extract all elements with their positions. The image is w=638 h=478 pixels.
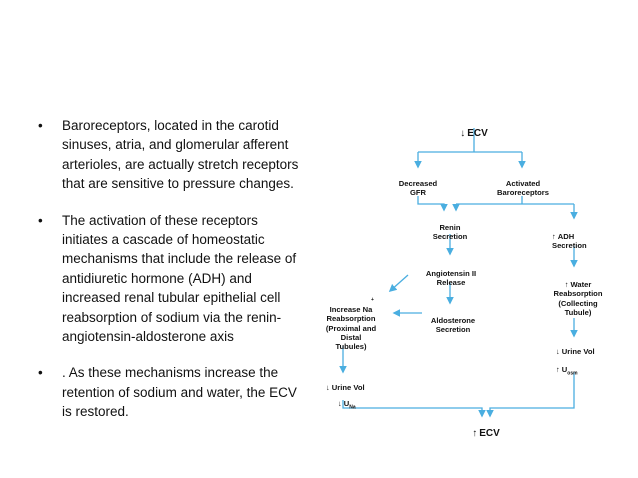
- up-arrow-icon: ↑: [552, 232, 556, 242]
- down-arrow-icon: ↓: [338, 399, 342, 409]
- bullet-marker: •: [38, 118, 43, 133]
- up-arrow-icon: ↑: [564, 280, 569, 290]
- bullet-text: Baroreceptors, located in the carotid si…: [62, 118, 299, 192]
- bullet-marker: •: [38, 212, 43, 228]
- node-u-osm: ↑Uosm: [556, 356, 596, 379]
- arrow-angiotensin-diagonal: [388, 274, 409, 293]
- node-label: Decreased GFR: [398, 179, 438, 198]
- bullet-item: • The activation of these receptors init…: [38, 211, 300, 347]
- bullet-text: The activation of these receptors initia…: [62, 212, 297, 345]
- node-label: Angiotensin II Release: [425, 269, 477, 288]
- node-urine-vol-left: ↓Urine Vol: [326, 374, 386, 392]
- node-activated-baroreceptors: Activated Baroreceptors: [488, 170, 558, 198]
- node-label: U: [343, 399, 350, 409]
- node-ecv-top: ↓ECV: [454, 116, 494, 140]
- node-label: Urine Vol: [331, 383, 365, 393]
- subscript: Na: [349, 404, 356, 411]
- node-decreased-gfr: Decreased GFR: [388, 170, 448, 198]
- node-label: ECV: [467, 128, 488, 139]
- arrow-left-ecv: [342, 400, 486, 418]
- subscript: osm: [567, 370, 578, 377]
- node-adh-secretion: ↑ADH Secretion: [552, 223, 604, 251]
- node-increase-na-reabsorption: Increase Na Reabsorption (Proximal and D…: [318, 296, 384, 351]
- bullet-marker: •: [38, 365, 43, 381]
- node-label: U: [561, 365, 568, 375]
- node-label: ECV: [479, 428, 500, 439]
- node-label: Activated Baroreceptors: [497, 179, 549, 198]
- node-label: Renin Secretion: [432, 223, 468, 242]
- node-u-na: ↓UNa: [338, 390, 368, 413]
- superscript: +: [371, 297, 374, 303]
- bullet-item: • . As these mechanisms increase the ret…: [38, 363, 300, 421]
- up-arrow-icon: ↑: [556, 365, 560, 375]
- node-label: Urine Vol: [561, 347, 595, 357]
- node-angiotensin-release: Angiotensin II Release: [414, 260, 488, 288]
- node-label: Increase Na Reabsorption (Proximal and D…: [325, 305, 377, 352]
- down-arrow-icon: ↓: [460, 128, 466, 139]
- node-aldosterone-secretion: Aldosterone Secretion: [422, 307, 484, 335]
- node-urine-vol-right: ↓Urine Vol: [556, 338, 616, 356]
- arrow-gfr-renin: [417, 196, 448, 212]
- node-label: Water Reabsorption (Collecting Tubule): [553, 280, 603, 317]
- node-label: ADH Secretion: [552, 232, 587, 251]
- bullet-item: • Baroreceptors, located in the carotid …: [38, 116, 300, 194]
- node-ecv-bottom: ↑ECV: [466, 416, 506, 440]
- arrow-right-ecv: [486, 372, 575, 418]
- node-renin-secretion: Renin Secretion: [422, 214, 478, 242]
- node-water-reabsorption: ↑Water Reabsorption (Collecting Tubule): [548, 271, 608, 317]
- bullet-list: • Baroreceptors, located in the carotid …: [38, 116, 300, 439]
- down-arrow-icon: ↓: [556, 347, 560, 357]
- node-label: Aldosterone Secretion: [430, 316, 476, 335]
- up-arrow-icon: ↑: [472, 428, 478, 439]
- down-arrow-icon: ↓: [326, 383, 330, 393]
- bullet-text: . As these mechanisms increase the reten…: [62, 365, 297, 420]
